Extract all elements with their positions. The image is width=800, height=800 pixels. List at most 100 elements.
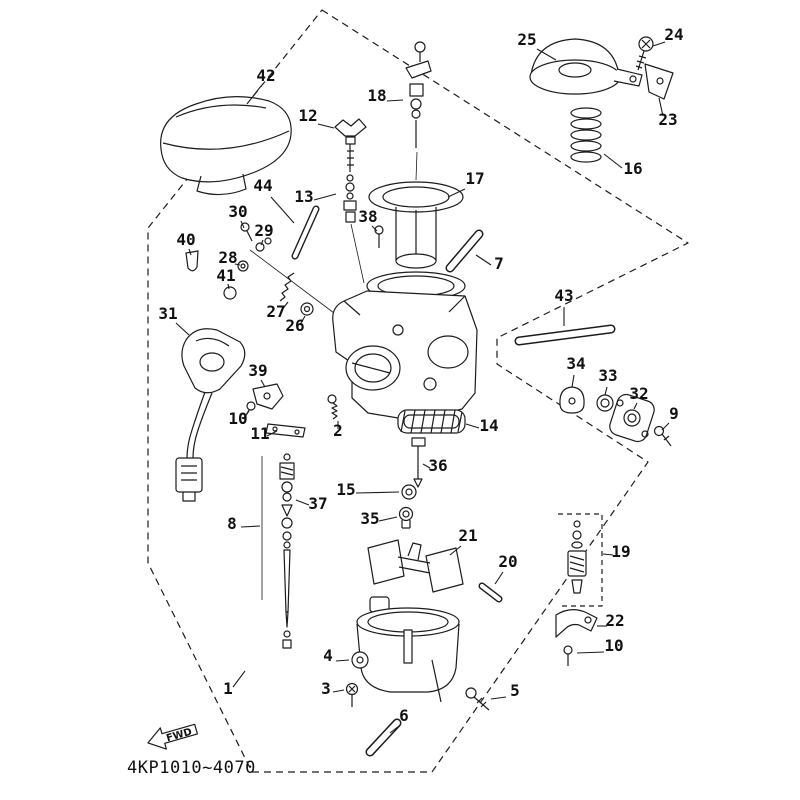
- part-float-valve-set: [279, 453, 295, 529]
- part-label-37: 37: [308, 494, 327, 513]
- leader-line-8: [240, 525, 261, 528]
- leader-line-25: [536, 48, 557, 61]
- leader-line-20: [494, 571, 504, 585]
- part-tube-44: [291, 205, 320, 260]
- part-label-21: 21: [458, 526, 477, 545]
- part-label-42: 42: [256, 66, 275, 85]
- part-label-43: 43: [554, 286, 573, 305]
- leader-line-34: [571, 374, 575, 388]
- leader-line-10: [242, 410, 250, 420]
- leader-line-28: [234, 263, 241, 266]
- leader-line-17: [447, 188, 466, 198]
- part-label-11: 11: [250, 424, 269, 443]
- part-label-20: 20: [498, 552, 517, 571]
- part-plate-11: [265, 423, 306, 438]
- part-label-34: 34: [566, 354, 585, 373]
- part-tube-7: [445, 229, 484, 273]
- leader-line-4: [335, 659, 350, 662]
- leader-line-42: [246, 85, 262, 105]
- part-label-36: 36: [428, 456, 447, 475]
- leader-line-1: [232, 670, 246, 688]
- part-label-30: 30: [228, 202, 247, 221]
- leader-line-18: [386, 99, 404, 102]
- leader-line-40: [188, 248, 192, 256]
- part-spring-16: [570, 107, 602, 163]
- part-label-5: 5: [510, 681, 520, 700]
- leader-line-32: [633, 402, 638, 410]
- leader-line-37: [295, 499, 310, 506]
- part-label-40: 40: [176, 230, 195, 249]
- fwd-label: FWD: [165, 727, 193, 745]
- leader-line-35: [378, 516, 398, 522]
- part-bolt-36: [411, 437, 426, 488]
- leader-line-12: [317, 123, 335, 129]
- part-label-7: 7: [494, 254, 504, 273]
- part-gasket-14: [397, 409, 466, 434]
- part-label-8: 8: [227, 514, 237, 533]
- part-label-13: 13: [294, 187, 313, 206]
- leader-line-39: [260, 379, 266, 388]
- leader-line-29: [260, 239, 264, 246]
- part-label-12: 12: [298, 106, 317, 125]
- part-label-15: 15: [336, 480, 355, 499]
- leader-line-36: [422, 463, 431, 469]
- leader-line-30: [240, 220, 245, 229]
- leader-line-3: [332, 689, 345, 693]
- part-label-26: 26: [285, 316, 304, 335]
- part-label-25: 25: [517, 30, 536, 49]
- part-tube-43: [514, 324, 616, 346]
- leader-line-10: [576, 651, 605, 654]
- part-label-38: 38: [358, 207, 377, 226]
- leader-line-41: [227, 283, 230, 290]
- leader-line-13: [313, 193, 337, 201]
- part-label-2: 2: [333, 421, 343, 440]
- part-label-28: 28: [218, 248, 237, 267]
- part-label-35: 35: [360, 509, 379, 528]
- part-label-41: 41: [216, 266, 235, 285]
- part-label-9: 9: [669, 404, 679, 423]
- part-label-33: 33: [598, 366, 617, 385]
- part-screw-3: [345, 682, 359, 707]
- leader-line-14: [465, 423, 480, 429]
- leader-line-24: [652, 41, 666, 47]
- part-label-10: 10: [228, 409, 247, 428]
- part-starter-plunger-set-19: [558, 513, 603, 607]
- part-bracket-plate: [644, 63, 674, 100]
- part-washer-15: [401, 484, 417, 500]
- part-label-14: 14: [479, 416, 498, 435]
- leader-line-19: [602, 553, 614, 556]
- leader-line-31: [175, 322, 190, 336]
- part-label-4: 4: [323, 646, 333, 665]
- part-top-cover: [529, 38, 643, 95]
- leader-line-11: [266, 430, 278, 437]
- part-label-44: 44: [253, 176, 272, 195]
- leader-line-15: [355, 491, 400, 494]
- part-choke-shaft-cluster: [185, 222, 339, 317]
- part-label-19: 19: [611, 542, 630, 561]
- part-cover-screw: [635, 36, 654, 71]
- part-enricher-cover-group: [559, 386, 672, 447]
- part-jet-needle-8: [261, 456, 292, 649]
- part-label-23: 23: [658, 110, 677, 129]
- fwd-arrow: FWD: [147, 723, 199, 750]
- leader-line-7: [475, 254, 492, 266]
- leader-line-9: [661, 422, 670, 431]
- part-float-bowl: [356, 596, 460, 703]
- part-bolt-35: [398, 506, 414, 529]
- diagram-border: [147, 9, 689, 773]
- part-label-16: 16: [623, 159, 642, 178]
- leader-line-23: [658, 97, 664, 117]
- part-diaphragm-slide: [368, 181, 464, 269]
- part-pin-20: [478, 582, 503, 603]
- part-label-6: 6: [399, 706, 409, 725]
- part-label-32: 32: [629, 384, 648, 403]
- part-float-21: [367, 539, 464, 593]
- part-label-39: 39: [248, 361, 267, 380]
- part-label-1: 1: [223, 679, 233, 698]
- part-label-3: 3: [321, 679, 331, 698]
- leader-line-5: [490, 696, 507, 700]
- part-sensor: [175, 328, 246, 502]
